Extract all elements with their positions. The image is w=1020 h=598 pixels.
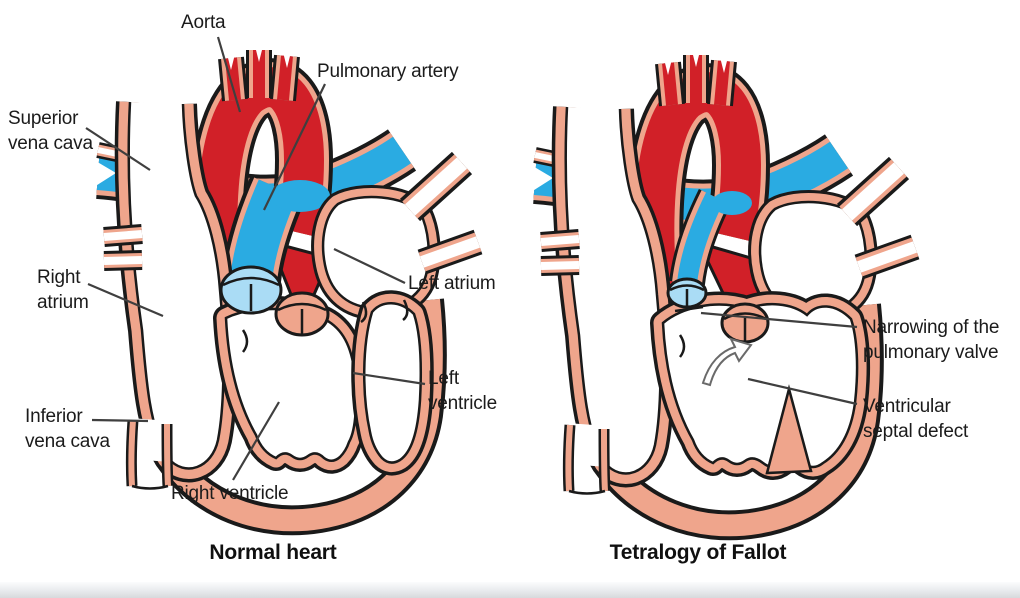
aorta-branches [227,46,291,100]
leader-superior-vena-cava [85,127,151,171]
lower-septum-ridge [765,384,813,475]
aortic-valve [274,291,330,337]
leader-inferior-vena-cava [91,418,149,423]
valve-leaflets [241,299,409,353]
leader-pulmonary-artery [263,83,326,211]
label-inferior-vena-cava: Inferior vena cava [25,406,110,452]
label-ventricular-septal-defect: Ventricular septal defect [863,396,969,442]
label-left-atrium: Left atrium [408,273,496,294]
page-bottom-bar [0,582,1020,598]
label-right-atrium: Right atrium [37,267,89,313]
label-superior-vena-cava: Superior vena cava [8,108,93,154]
leader-right-ventricle [232,401,280,481]
aortic-valve [720,302,770,344]
trunk-band-junction [270,180,330,212]
vsd-flow-arrow [701,337,753,387]
leader-left-ventricle [352,371,426,386]
label-narrowing-pulmonary-valve: Narrowing of the pulmonary valve [863,317,1000,363]
label-pulmonary-artery: Pulmonary artery [317,61,459,82]
leader-lines [85,36,858,481]
leader-ventricular-septal-defect [747,377,858,406]
aorta-branches [664,51,728,105]
leader-aorta [216,36,242,113]
pulmonary-valve [219,265,283,315]
label-left-ventricle: Left ventricle [428,368,497,414]
fallot-heart-figure [531,51,915,525]
ivc-opening [129,418,171,462]
label-aorta: Aorta [181,12,226,33]
narrowed-pulmonary-valve [666,277,708,313]
leader-left-atrium [333,248,406,284]
band-open-end [94,160,116,187]
leader-narrowing-pulmonary-valve [700,311,858,329]
normal-heart-figure [94,46,478,520]
label-right-ventricle: Right ventricle [171,483,289,504]
caption-normal-heart: Normal heart [209,541,337,564]
caption-tetralogy-of-fallot: Tetralogy of Fallot [609,541,787,564]
leader-right-atrium [87,282,164,318]
